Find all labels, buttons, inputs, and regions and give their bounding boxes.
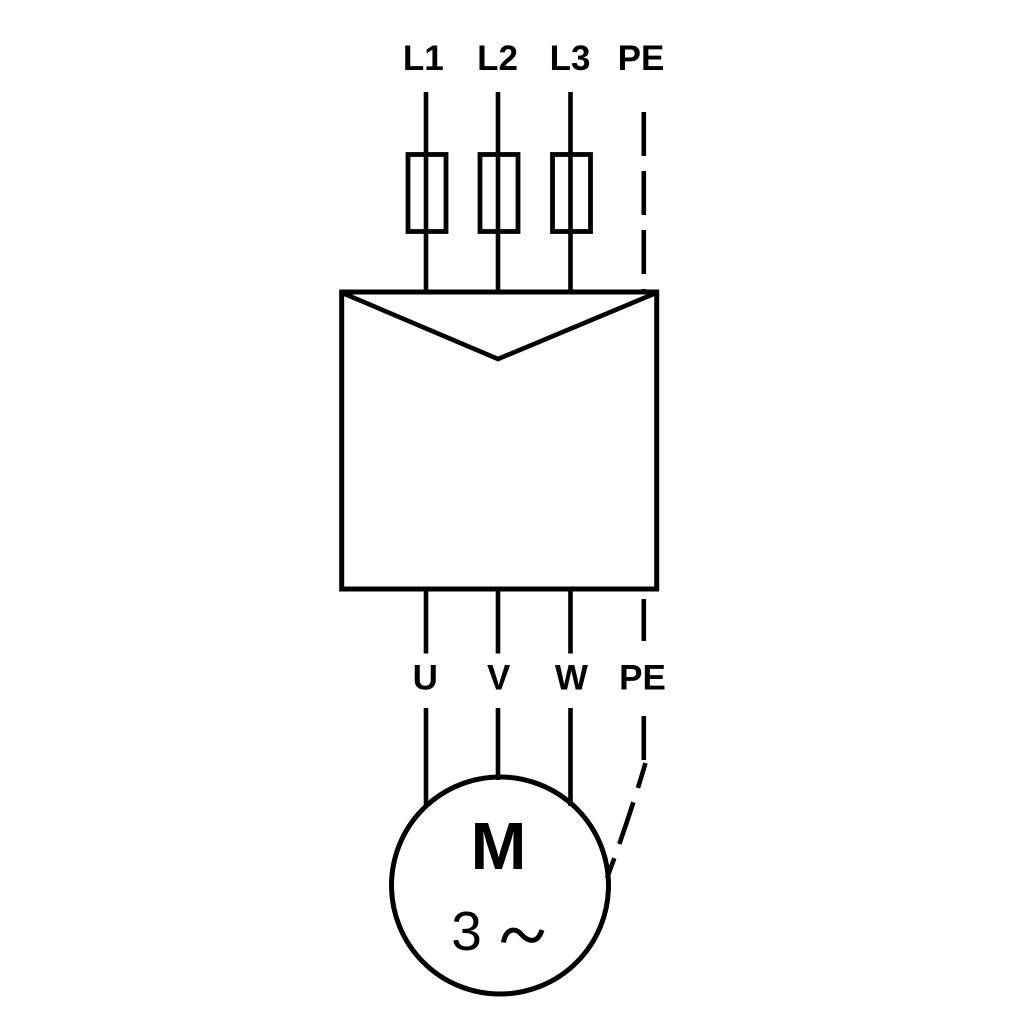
svg-text:W: W [555,659,588,698]
svg-text:U: U [413,659,438,698]
svg-text:V: V [487,659,511,698]
svg-text:PE: PE [619,659,666,698]
svg-text:L2: L2 [477,39,518,78]
svg-text:L3: L3 [550,39,591,78]
svg-text:3: 3 [451,900,482,962]
svg-text:L1: L1 [403,39,444,78]
svg-text:PE: PE [618,39,665,78]
svg-text:M: M [471,809,527,884]
